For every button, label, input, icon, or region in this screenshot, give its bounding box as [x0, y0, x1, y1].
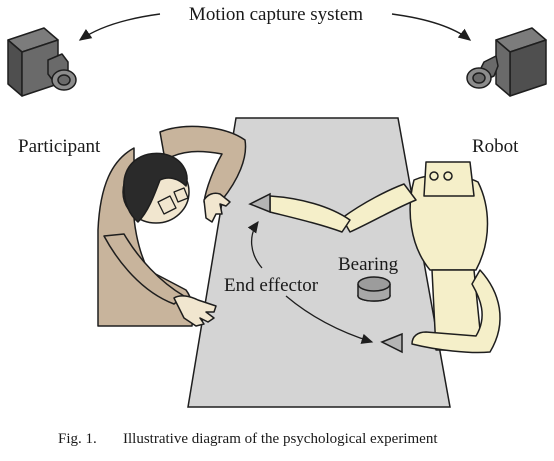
- left-camera-icon: [7, 27, 77, 97]
- participant-glasses: [157, 187, 189, 215]
- left-capture-arrow: [78, 13, 161, 41]
- participant-right-hand: [203, 192, 231, 223]
- figure-caption: Fig. 1. Illustrative diagram of the psyc…: [58, 431, 438, 447]
- participant-figure: [97, 125, 247, 327]
- end-effector-arrow-upper: [247, 220, 263, 269]
- end-effector-tip-upper: [248, 192, 271, 214]
- end-effector-label: End effector: [224, 275, 319, 296]
- bearing-label: Bearing: [338, 254, 399, 275]
- right-capture-arrow: [391, 13, 472, 41]
- participant-left-hand: [173, 295, 217, 327]
- participant-hair: [123, 152, 188, 223]
- robot-lower-arm: [411, 269, 501, 354]
- robot-eye-right: [443, 171, 453, 181]
- end-effector-arrow-lower: [285, 295, 374, 344]
- participant-label: Participant: [18, 136, 101, 157]
- robot-figure: [269, 161, 501, 354]
- end-effector-arrows: [247, 220, 374, 344]
- end-effector-tip-lower: [380, 332, 403, 354]
- caption-prefix: Fig. 1.: [58, 431, 97, 447]
- robot-eye-left: [429, 171, 439, 181]
- robot-forearm: [269, 195, 351, 233]
- caption-text: Illustrative diagram of the psychologica…: [123, 431, 438, 447]
- motion-capture-label: Motion capture system: [189, 4, 363, 25]
- robot-label: Robot: [472, 136, 519, 157]
- robot-upper-arm: [341, 183, 417, 233]
- motion-capture-arrows: [78, 13, 472, 41]
- bearing-icon: [357, 276, 391, 302]
- right-camera-icon: [466, 27, 547, 97]
